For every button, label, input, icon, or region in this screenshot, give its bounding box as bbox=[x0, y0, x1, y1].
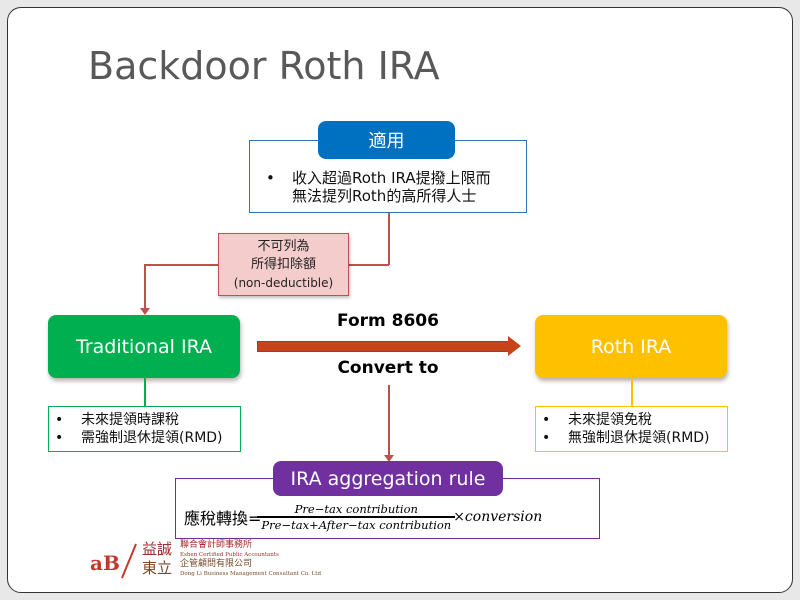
connector bbox=[144, 264, 218, 266]
slide-title: Backdoor Roth IRA bbox=[88, 44, 440, 88]
arrowhead-icon bbox=[384, 455, 394, 462]
formula-denominator: Pre−tax+After−tax contribution bbox=[261, 517, 452, 532]
applicable-line1: 收入超過Roth IRA提撥上限而 bbox=[292, 169, 491, 187]
arrowhead-icon bbox=[508, 336, 521, 356]
applicable-line2: 無法提列Roth的高所得人士 bbox=[292, 187, 477, 205]
connector bbox=[631, 378, 633, 406]
roth-ira-box: Roth IRA bbox=[535, 315, 727, 378]
connector bbox=[144, 378, 146, 406]
logo-name1: 益誠 bbox=[142, 540, 173, 558]
formula-numerator: Pre−tax contribution bbox=[257, 502, 456, 518]
bullet: 未來提領免稅 bbox=[542, 411, 727, 429]
form-8606-label: Form 8606 bbox=[337, 311, 439, 331]
non-deductible-line3: (non-deductible) bbox=[233, 276, 334, 290]
formula-lhs: 應稅轉換= bbox=[184, 508, 262, 528]
company-logo: aB 益誠 東立 聯合會計師事務所 Eshen Certified Public… bbox=[90, 540, 340, 582]
logo-line2: 企管顧問有限公司 bbox=[180, 559, 253, 569]
bullet: 需強制退休提領(RMD) bbox=[55, 429, 240, 447]
logo-line1: 聯合會計師事務所 bbox=[180, 540, 253, 550]
connector bbox=[144, 264, 146, 310]
non-deductible-line2: 所得扣除額 bbox=[250, 257, 316, 272]
bullet: 無強制退休提領(RMD) bbox=[542, 429, 727, 447]
non-deductible-line1: 不可列為 bbox=[257, 239, 310, 254]
applicable-label: 適用 bbox=[318, 121, 455, 159]
aggregation-label: IRA aggregation rule bbox=[273, 461, 503, 496]
traditional-bullets: 未來提領時課稅需強制退休提領(RMD) bbox=[48, 406, 241, 452]
convert-arrow bbox=[257, 341, 509, 352]
traditional-ira-box: Traditional IRA bbox=[48, 315, 240, 378]
convert-to-label: Convert to bbox=[337, 358, 439, 378]
formula-multiplier: ×conversion bbox=[453, 508, 543, 525]
connector bbox=[388, 213, 390, 265]
logo-line2-en: Dong Li Business Management Consultant C… bbox=[180, 570, 322, 577]
logo-line1-en: Eshen Certified Public Accountants bbox=[180, 551, 279, 558]
roth-bullets: 未來提領免稅無強制退休提領(RMD) bbox=[535, 406, 728, 452]
logo-name2: 東立 bbox=[142, 559, 173, 577]
connector bbox=[349, 264, 389, 266]
svg-text:aB: aB bbox=[90, 551, 120, 575]
arrowhead-icon bbox=[140, 308, 150, 315]
non-deductible-box: 不可列為 所得扣除額 (non-deductible) bbox=[218, 233, 349, 296]
connector bbox=[388, 385, 390, 457]
logo-mark-icon: aB bbox=[90, 543, 137, 579]
formula-fraction: Pre−tax contribution Pre−tax+After−tax c… bbox=[257, 502, 456, 532]
bullet: 未來提領時課稅 bbox=[55, 411, 240, 429]
